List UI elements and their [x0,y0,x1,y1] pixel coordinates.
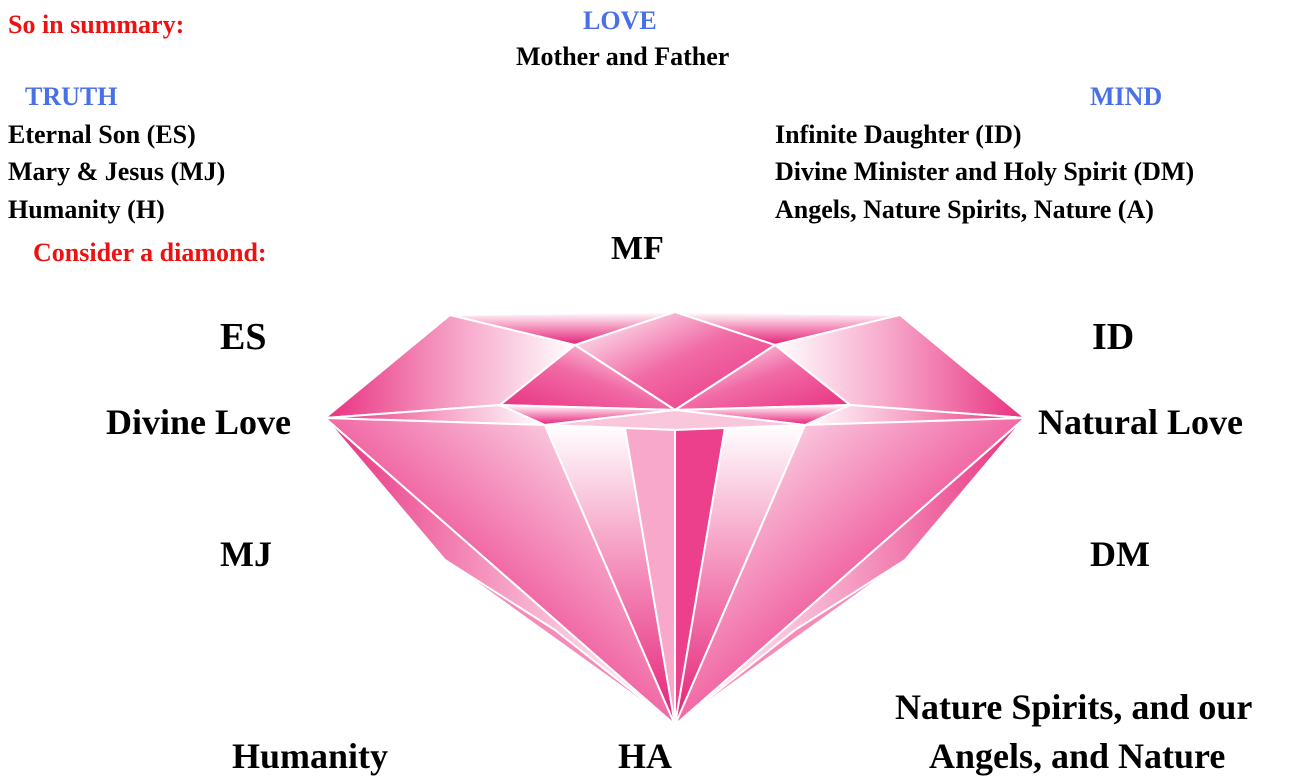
truth-item-mary-jesus: Mary & Jesus (MJ) [8,159,225,185]
truth-item-humanity: Humanity (H) [8,197,165,223]
label-angels-nature: Angels, and Nature [929,738,1225,774]
consider-diamond-heading: Consider a diamond: [33,240,267,266]
label-natural-love: Natural Love [1038,404,1243,440]
label-nature-spirits: Nature Spirits, and our [895,689,1252,725]
love-heading: LOVE [583,8,657,34]
label-ha: HA [618,738,672,774]
mf-label: MF [611,232,664,266]
label-divine-love: Divine Love [106,404,291,440]
label-es: ES [220,318,266,356]
label-humanity: Humanity [232,738,388,774]
truth-item-eternal-son: Eternal Son (ES) [8,122,196,148]
mind-item-divine-minister: Divine Minister and Holy Spirit (DM) [775,159,1194,185]
summary-heading: So in summary: [8,12,184,38]
diamond-image [325,300,1025,750]
mother-father-label: Mother and Father [516,44,729,70]
mind-item-infinite-daughter: Infinite Daughter (ID) [775,122,1022,148]
mind-heading: MIND [1090,84,1162,110]
label-mj: MJ [220,536,272,572]
mind-item-angels: Angels, Nature Spirits, Nature (A) [775,197,1154,223]
label-id: ID [1092,318,1134,356]
truth-heading: TRUTH [25,84,117,110]
label-dm: DM [1090,536,1150,572]
